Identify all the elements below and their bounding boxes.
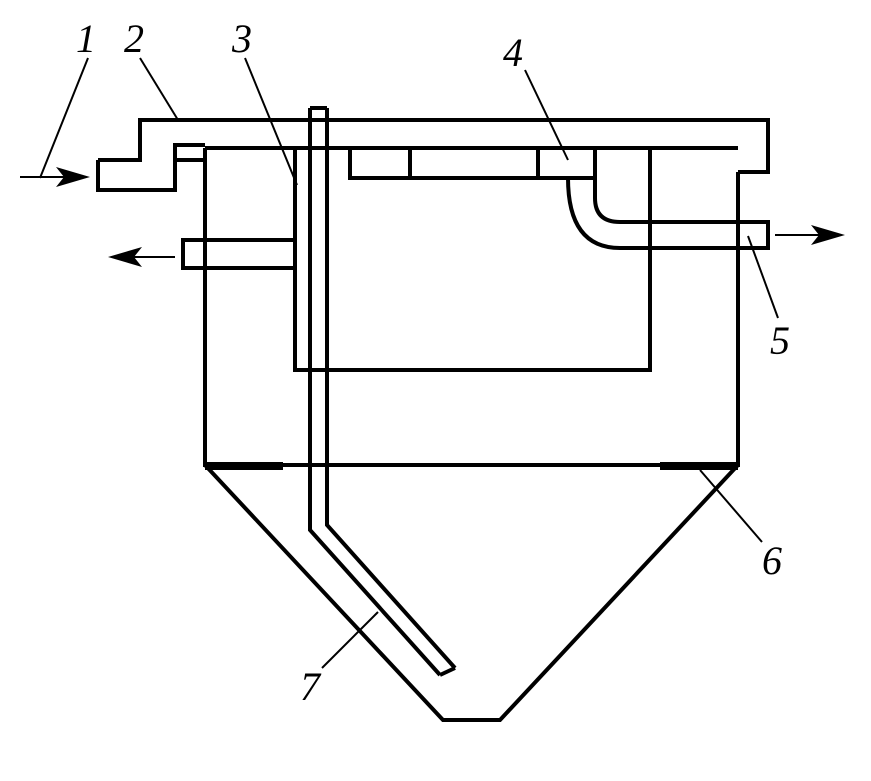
label-5: 5 [770,318,790,363]
leader-lines [39,57,779,669]
outlet-pipe [566,177,770,250]
label-3: 3 [231,16,252,61]
conical-hopper [203,463,740,722]
right-outlet-arrow [775,225,845,245]
inlet-channel [96,118,770,192]
label-2: 2 [124,16,144,61]
inner-baffle [293,148,652,372]
left-outlet-arrow [108,247,175,267]
inlet-arrow [20,167,90,187]
collecting-trough [348,148,597,180]
support-bars [205,462,738,470]
labels: 1 2 3 4 5 6 7 [76,16,790,709]
label-4: 4 [503,30,523,75]
central-pipe [308,106,457,677]
left-outlet [181,238,295,270]
label-7: 7 [300,664,322,709]
label-6: 6 [762,538,782,583]
label-1: 1 [76,16,96,61]
tank-body [203,146,740,467]
